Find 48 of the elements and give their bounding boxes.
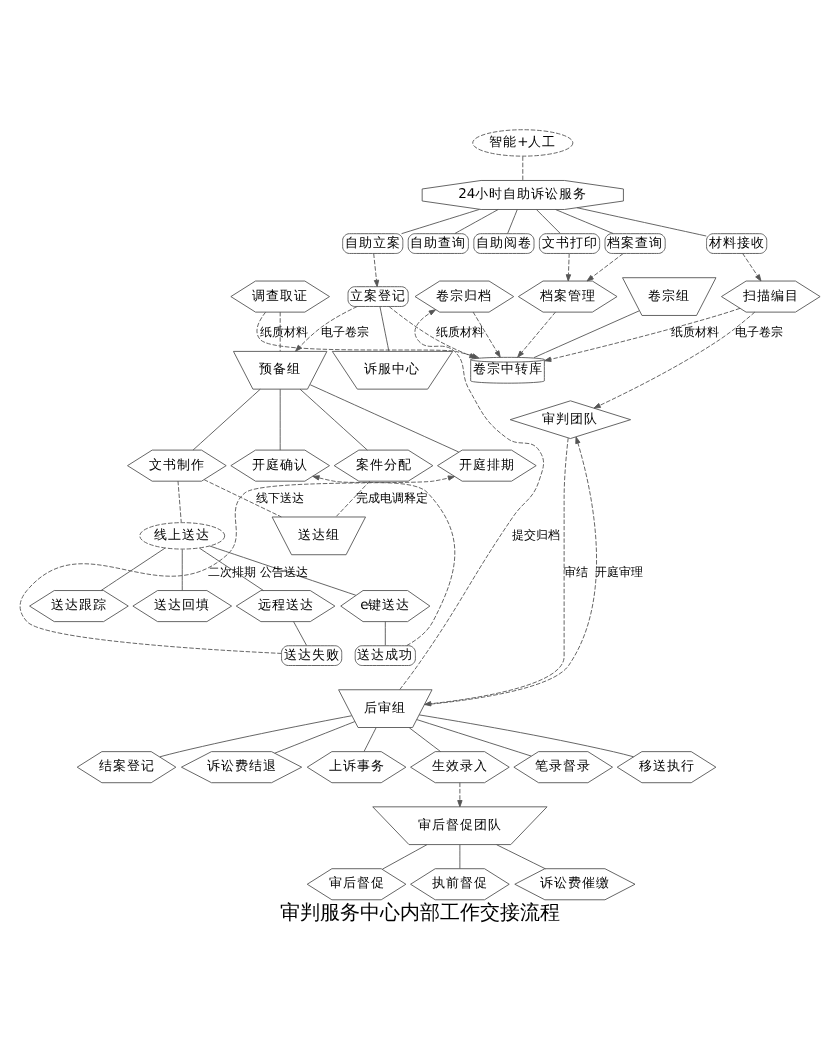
diagram-title: 审判服务中心内部工作交接流程 xyxy=(280,902,560,925)
connector xyxy=(159,714,353,757)
arrow xyxy=(586,252,624,281)
arrow xyxy=(424,435,597,705)
connector xyxy=(203,478,282,517)
connector xyxy=(177,479,182,522)
arrow xyxy=(312,474,456,646)
arrow xyxy=(742,252,762,281)
connector xyxy=(536,208,561,233)
connector xyxy=(279,387,281,450)
connector xyxy=(100,546,166,591)
arrow xyxy=(399,308,545,689)
connector xyxy=(384,620,386,645)
connector xyxy=(459,843,461,868)
connector xyxy=(507,208,518,233)
connector xyxy=(299,387,368,450)
arrow xyxy=(593,310,756,408)
arrow xyxy=(517,310,556,357)
connector xyxy=(416,718,532,756)
connector xyxy=(181,547,183,591)
connector xyxy=(454,208,499,234)
arrow xyxy=(424,436,569,706)
arrow xyxy=(472,310,501,357)
arrow xyxy=(19,474,455,653)
connector xyxy=(279,310,281,351)
connector xyxy=(192,387,261,450)
connector xyxy=(293,620,308,645)
connector xyxy=(199,546,264,591)
connector xyxy=(335,479,371,517)
connector xyxy=(522,155,524,180)
connector xyxy=(555,208,614,234)
connector xyxy=(209,544,357,595)
arrow xyxy=(295,305,358,351)
connector xyxy=(274,720,356,753)
arrow xyxy=(373,252,380,287)
arrow xyxy=(565,252,572,281)
connector xyxy=(496,843,546,869)
connector xyxy=(533,309,640,358)
connector xyxy=(576,206,707,236)
connector xyxy=(363,726,377,751)
connector xyxy=(381,843,428,869)
connector xyxy=(418,713,635,757)
connector xyxy=(408,726,442,752)
connector xyxy=(379,305,390,351)
connector xyxy=(309,383,460,452)
connector xyxy=(401,207,480,234)
arrow xyxy=(457,781,463,807)
arrow xyxy=(544,306,741,361)
